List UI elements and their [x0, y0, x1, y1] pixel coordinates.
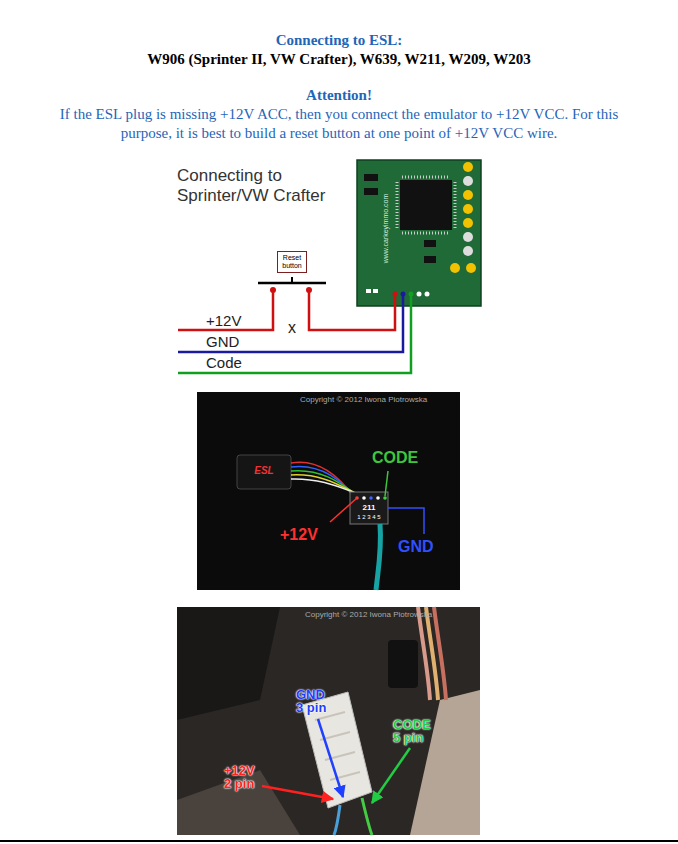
- connector-photo-part: [376, 524, 381, 590]
- reset-button-symbol-part: [306, 287, 312, 293]
- car-photo-part: [177, 607, 280, 720]
- copyright-note: Copyright © 2012 Iwona Piotrowska: [305, 610, 432, 620]
- wires-part: [409, 292, 414, 297]
- pin-label: +12V 2 pin: [224, 764, 258, 790]
- pin-label: CODE 5 pin: [393, 718, 437, 744]
- car-photo-part: [177, 607, 480, 835]
- attention-note: If the ESL plug is missing +12V ACC, the…: [34, 105, 644, 143]
- car-photo-part: [262, 786, 333, 799]
- emulator-board-part: [357, 160, 481, 306]
- emulator-board-part: [402, 176, 450, 179]
- wires: [178, 292, 414, 374]
- emulator-board-part: [373, 289, 378, 293]
- wires-part: [401, 292, 406, 297]
- emulator-board-part: [454, 182, 457, 228]
- emulator-board-part: [402, 232, 450, 235]
- emulator-board-part: [463, 176, 473, 186]
- node-text: Reset button: [280, 254, 304, 270]
- wire-name: GND: [206, 334, 239, 350]
- signal-name: +12V: [280, 526, 318, 544]
- reset-button-box: Reset button: [277, 251, 307, 273]
- pin-numbers: 1 2 3 4 5: [352, 514, 386, 521]
- wires-part: [178, 292, 273, 330]
- diagram-heading: Connecting to Sprinter/VW Crafter: [177, 166, 355, 206]
- car-photo-part: [410, 690, 480, 835]
- wires-part: [393, 292, 398, 297]
- wire-name: +12V: [206, 313, 241, 329]
- emulator-board-part: [364, 188, 378, 195]
- emulator-board-part: [463, 246, 473, 256]
- emulator-board-part: [424, 240, 436, 247]
- emulator-board-part: [396, 182, 399, 228]
- emulator-board: [357, 160, 481, 306]
- car-photo-part: [362, 798, 372, 835]
- car-photo-part: [315, 712, 360, 780]
- emulator-board-part: [417, 292, 422, 297]
- connector-photo-part: [376, 496, 380, 500]
- watermark: www.carkeyimmo.com: [381, 189, 390, 269]
- emulator-board-part: [424, 256, 436, 263]
- car-photo-part: [334, 805, 340, 835]
- connector-photo-part: [197, 392, 460, 590]
- emulator-board-part: [463, 162, 473, 172]
- wire-name: Code: [206, 355, 242, 371]
- emulator-board-part: [466, 263, 476, 273]
- emulator-board-part: [463, 190, 473, 200]
- car-photo-part: [372, 748, 410, 803]
- copyright-note: Copyright © 2012 Iwona Piotrowska: [300, 395, 427, 405]
- pin-label: GND 3 pin: [296, 688, 330, 714]
- emulator-board-part: [450, 263, 460, 273]
- emulator-board-part: [366, 289, 371, 293]
- wires-part: [178, 295, 411, 373]
- connector-photo-part: [388, 508, 424, 534]
- wires-part: [178, 295, 403, 352]
- emulator-board-part: [463, 204, 473, 214]
- wires-part: [309, 292, 395, 330]
- reset-button-symbol-part: [270, 287, 276, 293]
- bottom-rule: [0, 840, 678, 842]
- signal-name: CODE: [372, 449, 418, 467]
- emulator-board-part: [364, 174, 378, 181]
- page-title: Connecting to ESL:: [0, 31, 678, 50]
- connector-photo-part: [369, 496, 373, 500]
- reset-button-symbol: [258, 277, 326, 293]
- model-list: W906 (Sprinter II, VW Crafter), W639, W2…: [0, 50, 678, 69]
- attention-heading: Attention!: [0, 86, 678, 105]
- connector-photo-part: [385, 471, 388, 496]
- connector-photo-part: [383, 496, 387, 500]
- connector-photo-part: [330, 498, 357, 522]
- connector-photo: [197, 392, 460, 590]
- connector-photo-part: [362, 496, 366, 500]
- cut-mark: x: [286, 320, 298, 336]
- connector-photo-part: [350, 492, 388, 524]
- car-photo: [177, 607, 480, 835]
- emulator-board-part: [463, 232, 473, 242]
- reset-button-symbol-part: [258, 282, 326, 285]
- connector-photo-part: [237, 455, 291, 489]
- emulator-board-part: [400, 180, 452, 230]
- car-photo-part: [388, 640, 418, 688]
- car-photo-part: [318, 719, 343, 797]
- signal-name: GND: [398, 538, 434, 556]
- emulator-board-part: [425, 292, 430, 297]
- emulator-board-part: [463, 218, 473, 228]
- connector-number: 211: [357, 503, 381, 512]
- car-photo-part: [434, 607, 446, 700]
- device-logo: ESL: [246, 465, 282, 477]
